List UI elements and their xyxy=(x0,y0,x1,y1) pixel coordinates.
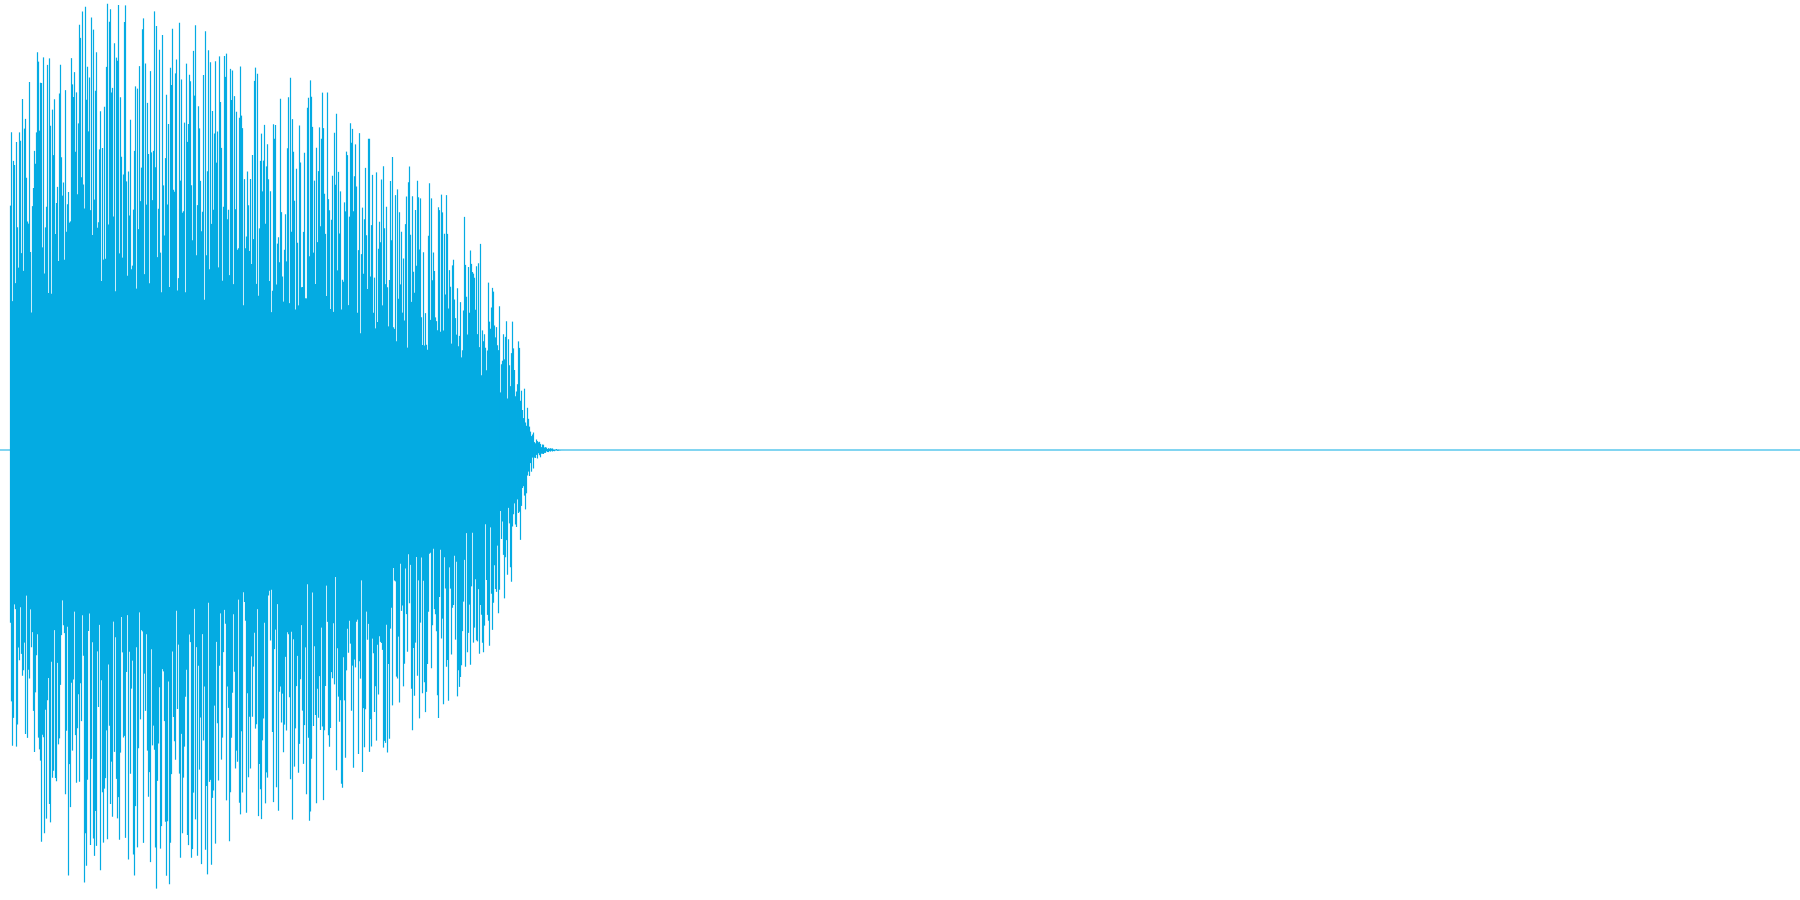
waveform-bars xyxy=(9,3,565,889)
